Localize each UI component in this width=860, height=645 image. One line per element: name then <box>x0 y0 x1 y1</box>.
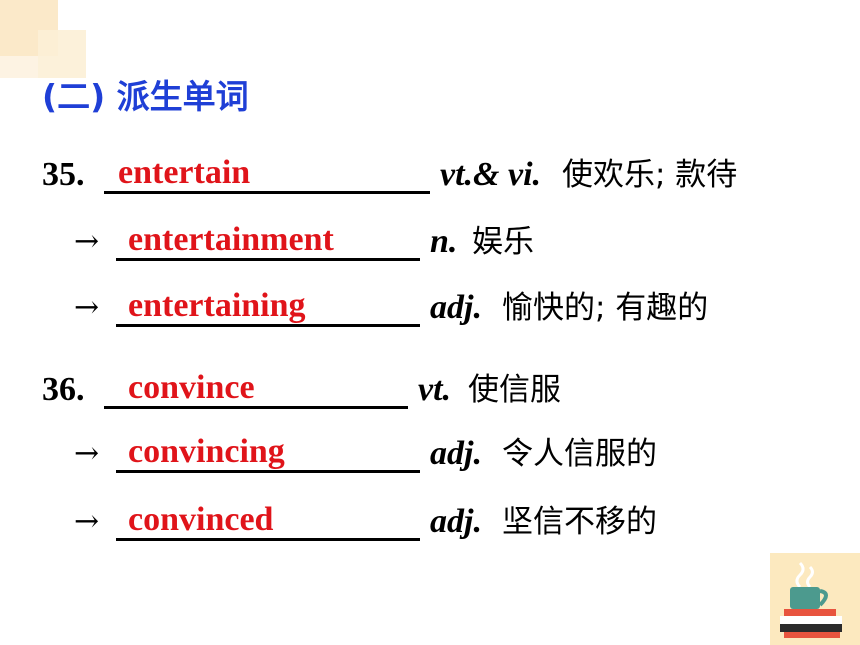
corner-decoration-panel <box>770 553 860 645</box>
part-of-speech: adj. <box>430 435 482 472</box>
derivation-arrow: → <box>74 290 100 325</box>
corner-decoration-square-overlap <box>38 30 86 78</box>
part-of-speech: adj. <box>430 503 482 540</box>
derivation-arrow: → <box>74 436 100 471</box>
corner-decoration-strip <box>0 56 38 78</box>
answer-blank-line <box>104 406 408 409</box>
word-meaning: 坚信不移的 <box>502 504 657 540</box>
derivation-arrow: → <box>74 504 100 539</box>
answer-blank-line <box>104 191 430 194</box>
part-of-speech: vt.& vi. <box>440 156 542 193</box>
part-of-speech: vt. <box>418 371 452 408</box>
answer-word: convince <box>128 369 255 406</box>
answer-blank-line <box>116 258 420 261</box>
word-meaning: 使欢乐; 款待 <box>562 157 738 193</box>
answer-word: entertaining <box>128 287 306 324</box>
word-meaning: 愉快的; 有趣的 <box>502 290 709 326</box>
answer-word: convincing <box>128 433 285 470</box>
entry-row: → entertaining adj. 愉快的; 有趣的 <box>0 286 860 336</box>
entry-row: → entertainment n. 娱乐 <box>0 220 860 270</box>
entry-row: → convinced adj. 坚信不移的 <box>0 500 860 550</box>
answer-word: convinced <box>128 501 274 538</box>
answer-blank-line <box>116 538 420 541</box>
word-meaning: 娱乐 <box>472 224 534 260</box>
entry-row: 36. convince vt. 使信服 <box>0 368 860 418</box>
word-meaning: 使信服 <box>468 372 561 408</box>
word-meaning: 令人信服的 <box>502 436 657 472</box>
section-heading: (二) 派生单词 <box>42 77 249 116</box>
entry-row: → convincing adj. 令人信服的 <box>0 432 860 482</box>
answer-word: entertainment <box>128 221 334 258</box>
coffee-cup-icon <box>780 561 842 638</box>
answer-word: entertain <box>118 154 251 191</box>
entry-number: 36. <box>42 371 85 408</box>
part-of-speech: n. <box>430 223 458 260</box>
entry-row: 35. entertain vt.& vi. 使欢乐; 款待 <box>0 153 860 203</box>
derivation-arrow: → <box>74 224 100 259</box>
answer-blank-line <box>116 470 420 473</box>
part-of-speech: adj. <box>430 289 482 326</box>
answer-blank-line <box>116 324 420 327</box>
entry-number: 35. <box>42 156 85 193</box>
